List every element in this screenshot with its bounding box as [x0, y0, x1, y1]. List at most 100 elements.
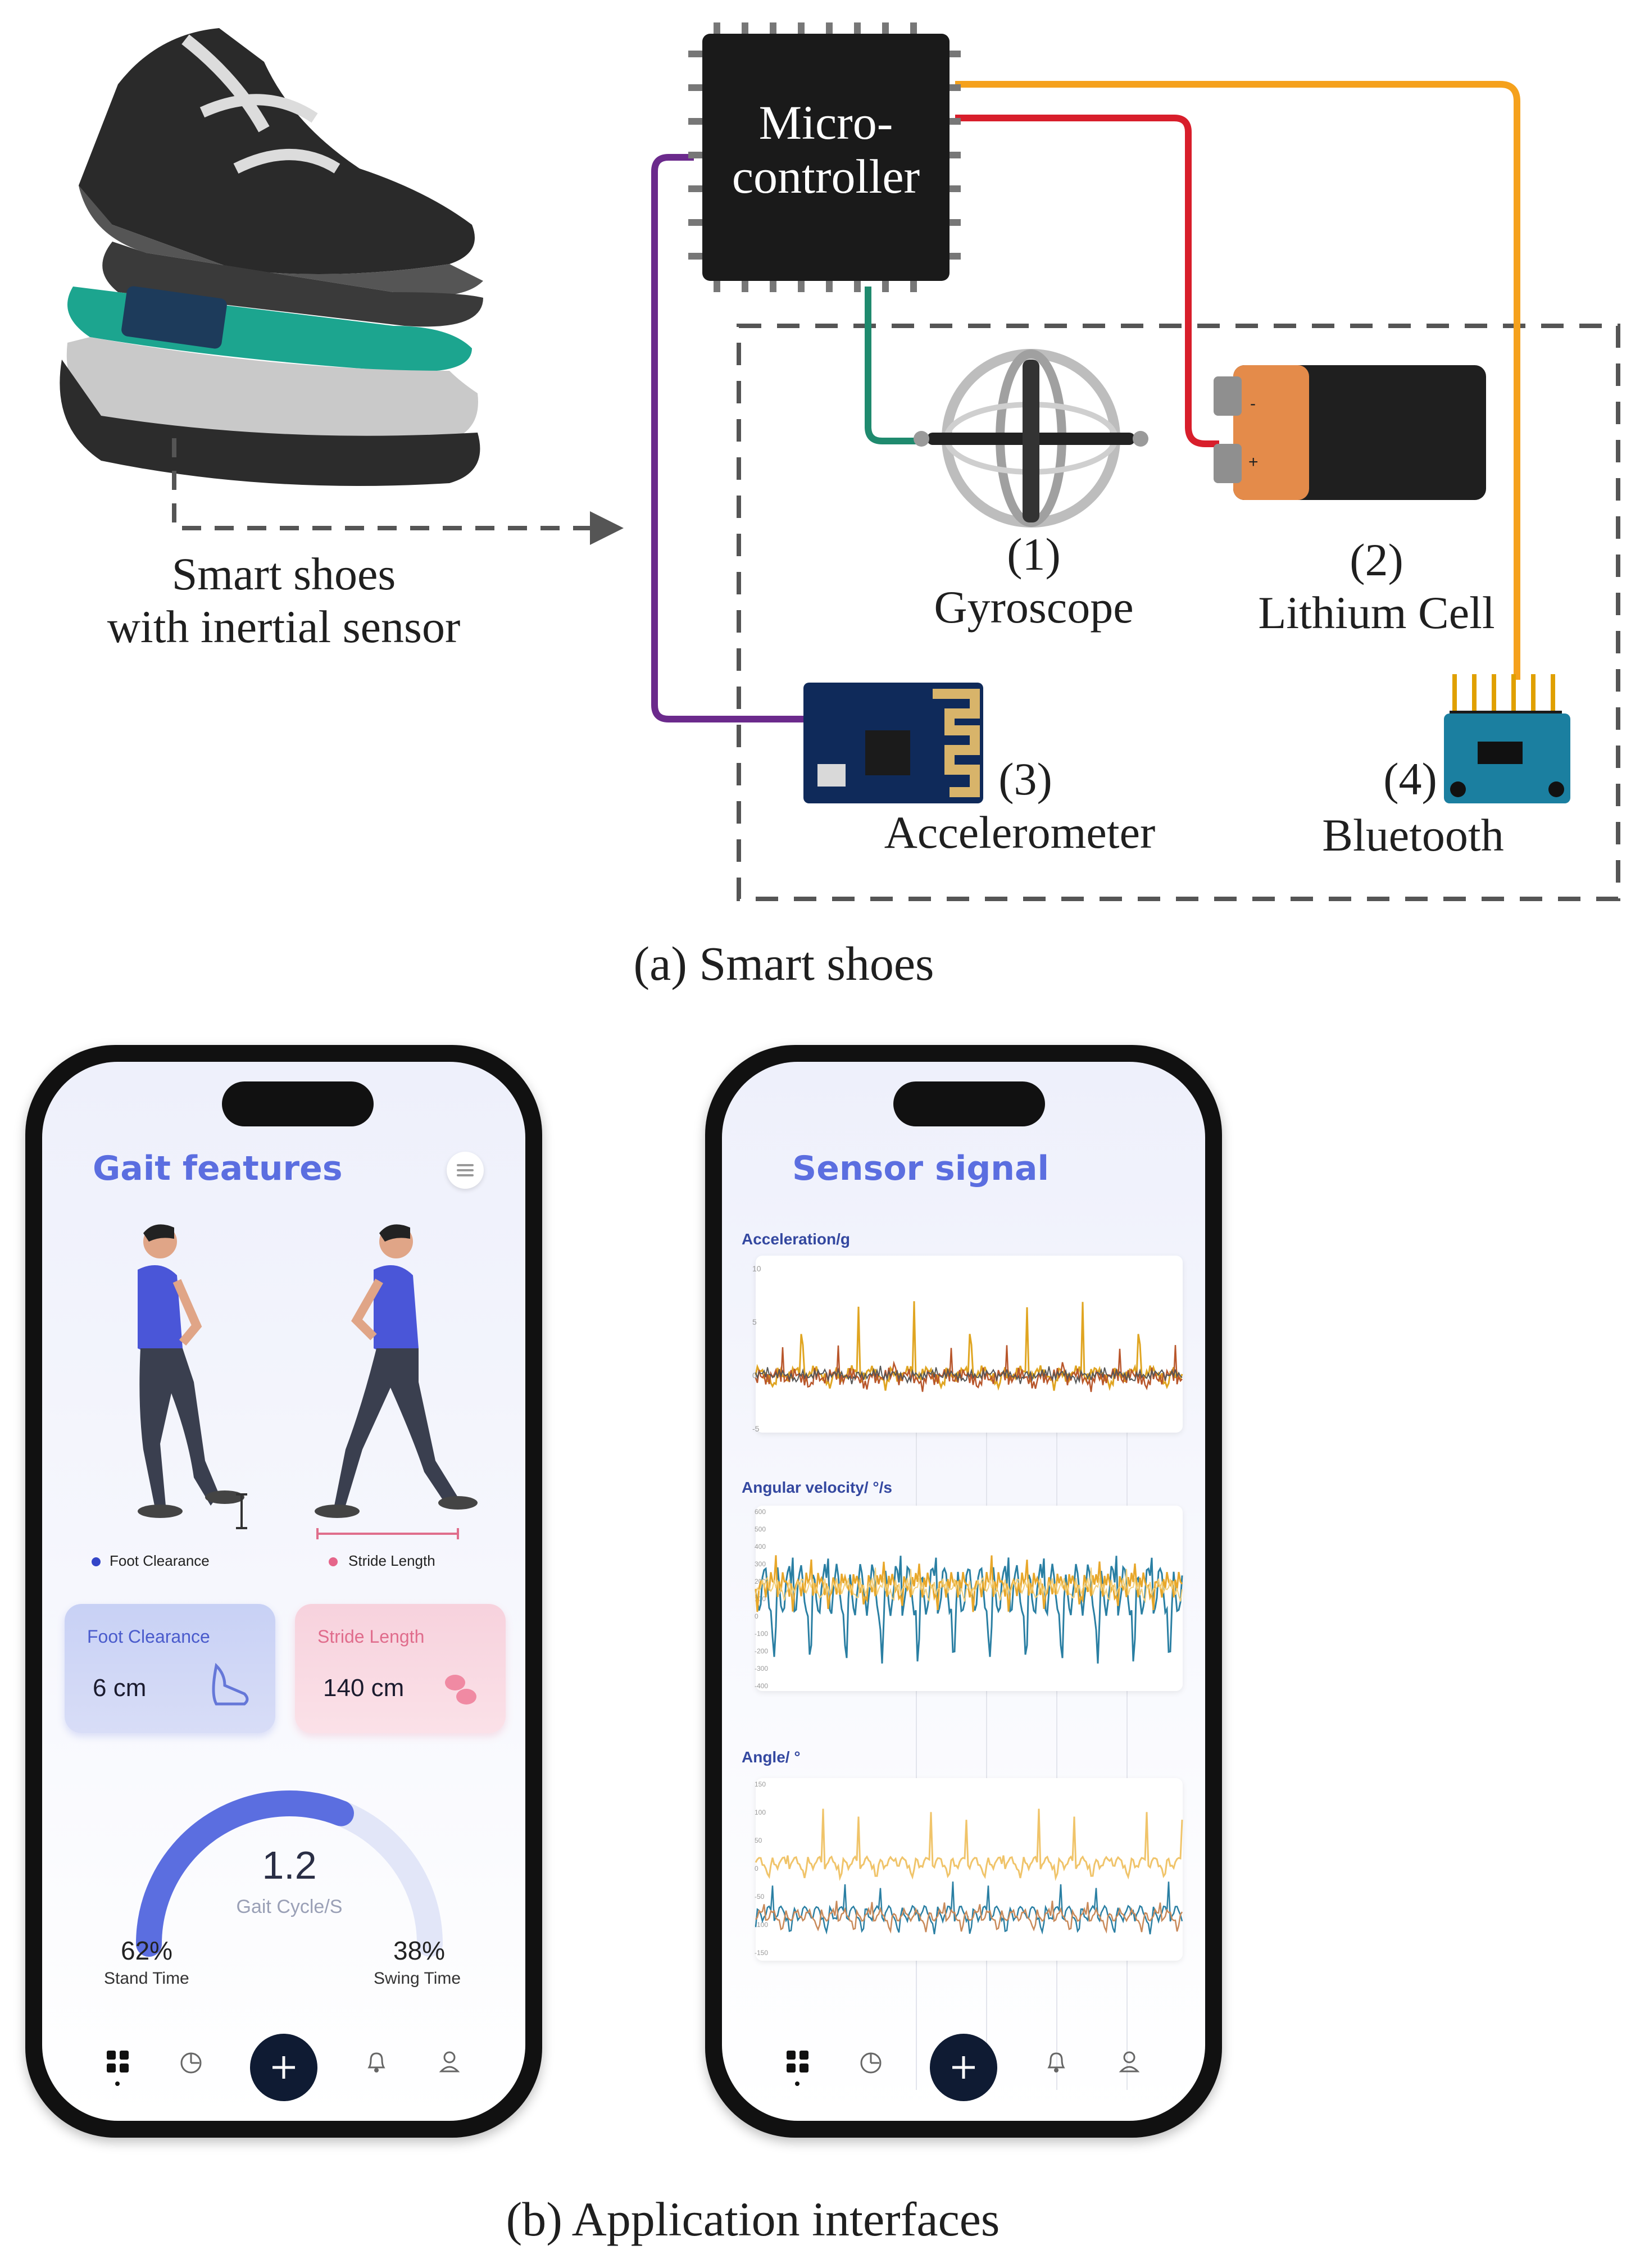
svg-text:-100: -100	[755, 1921, 768, 1929]
card-title: Foot Clearance	[87, 1626, 210, 1647]
stand-time-value: 62%	[121, 1936, 173, 1965]
gauge-value: 1.2	[262, 1843, 317, 1887]
chart-icon[interactable]	[177, 2048, 205, 2076]
svg-text:50: 50	[755, 1837, 762, 1844]
svg-text:5: 5	[752, 1317, 757, 1326]
grid-icon[interactable]	[784, 2048, 812, 2076]
accelerometer-number: (3)	[998, 753, 1052, 805]
user-icon[interactable]	[435, 2048, 464, 2076]
svg-text:0: 0	[755, 1612, 758, 1620]
swing-time-value: 38%	[393, 1936, 446, 1965]
swing-time-label: Swing Time	[374, 1969, 461, 1988]
svg-text:100: 100	[755, 1808, 766, 1816]
dynamic-island	[893, 1081, 1045, 1126]
foot-clearance-card[interactable]: Foot Clearance 6 cm	[65, 1604, 275, 1733]
bottom-nav	[722, 2028, 1205, 2121]
legend-dot-blue	[92, 1557, 101, 1566]
svg-text:600: 600	[755, 1508, 766, 1516]
svg-text:300: 300	[755, 1560, 766, 1568]
microcontroller-chip	[688, 22, 961, 292]
acceleration-plot: 10 5 0 -5	[752, 1264, 1183, 1433]
bell-icon[interactable]	[362, 2048, 390, 2076]
svg-text:-50: -50	[755, 1893, 765, 1901]
shoe-caption: Smart shoes with inertial sensor	[107, 548, 461, 653]
plus-icon	[952, 2056, 975, 2079]
acceleration-chart-label: Acceleration/g	[742, 1230, 850, 1248]
microcontroller-label: Micro- controller	[732, 96, 920, 204]
bluetooth-number: (4)	[1383, 753, 1437, 805]
arrow-head-icon	[590, 511, 624, 545]
smart-shoe-diagram: - +	[60, 22, 1620, 901]
svg-text:-150: -150	[755, 1949, 768, 1957]
card-value: 6 cm	[93, 1674, 147, 1702]
svg-text:-200: -200	[755, 1647, 768, 1655]
svg-text:0: 0	[752, 1371, 757, 1380]
bluetooth-module-icon	[1444, 674, 1570, 803]
menu-icon	[457, 1164, 474, 1166]
caption-a: (a) Smart shoes	[633, 937, 934, 990]
page-title: Sensor signal	[792, 1149, 1050, 1188]
plus-icon	[272, 2056, 295, 2079]
stride-length-card[interactable]: Stride Length 140 cm	[295, 1604, 506, 1733]
phone-gait-features: Gait features	[25, 1045, 542, 2138]
acceleration-chart: 10 5 0 -5	[752, 1256, 1183, 1433]
svg-text:500: 500	[755, 1525, 766, 1533]
bluetooth-wire	[955, 81, 1520, 680]
legend-stride-length: Stride Length	[348, 1552, 435, 1569]
footprints-icon	[445, 1675, 476, 1705]
smart-shoe-illustration	[60, 28, 483, 486]
angle-chart: 150 100 50 0 -50 -100 -150	[755, 1778, 1183, 1961]
gauge-label: Gait Cycle/S	[236, 1896, 343, 1917]
svg-text:10: 10	[752, 1264, 761, 1273]
accelerometer-label: Accelerometer	[884, 807, 1156, 858]
angle-chart-label: Angle/ °	[742, 1748, 801, 1766]
angular-velocity-chart: 600 500 400 300 200 100 0 -100 -200 -300…	[755, 1506, 1183, 1691]
gyroscope-wire	[865, 287, 916, 444]
svg-text:-5: -5	[752, 1424, 760, 1433]
accelerometer-wire	[651, 154, 809, 722]
gyroscope-icon	[914, 349, 1148, 528]
dynamic-island	[222, 1081, 374, 1126]
svg-text:-100: -100	[755, 1630, 768, 1638]
lithium-cell-icon: - +	[1214, 365, 1486, 500]
svg-text:400: 400	[755, 1543, 766, 1551]
chart-icon[interactable]	[857, 2048, 885, 2076]
card-title: Stride Length	[317, 1626, 425, 1647]
stand-time-label: Stand Time	[104, 1969, 189, 1988]
legend-foot-clearance: Foot Clearance	[110, 1552, 210, 1569]
phone-screen: Sensor signal Acceleration/g 10 5 0 -5 A…	[722, 1062, 1205, 2121]
accelerometer-board-icon	[803, 683, 983, 803]
grid-icon[interactable]	[104, 2048, 132, 2076]
bottom-nav	[42, 2028, 525, 2121]
angular-velocity-plot: 600 500 400 300 200 100 0 -100 -200 -300…	[755, 1508, 1183, 1690]
phone-screen: Gait features	[42, 1062, 525, 2121]
add-button[interactable]	[250, 2034, 317, 2101]
runner-illustrations	[138, 1224, 478, 1539]
svg-text:-300: -300	[755, 1665, 768, 1672]
svg-text:150: 150	[755, 1780, 766, 1788]
card-value: 140 cm	[323, 1674, 405, 1702]
add-button[interactable]	[930, 2034, 997, 2101]
svg-text:0: 0	[755, 1865, 758, 1872]
angular-velocity-chart-label: Angular velocity/ °/s	[742, 1479, 892, 1496]
sensor-box	[737, 324, 1620, 901]
bluetooth-label: Bluetooth	[1322, 810, 1504, 861]
phone-sensor-signal: Sensor signal Acceleration/g 10 5 0 -5 A…	[705, 1045, 1222, 2138]
caption-b: (b) Application interfaces	[506, 2192, 1000, 2246]
runner-foot-clearance	[138, 1224, 247, 1529]
battery-minus-label: -	[1250, 394, 1256, 413]
menu-button[interactable]	[447, 1152, 484, 1189]
user-icon[interactable]	[1115, 2048, 1143, 2076]
gait-cycle-gauge	[136, 1790, 443, 1957]
page-title: Gait features	[93, 1149, 343, 1188]
battery-wire	[955, 115, 1219, 447]
battery-plus-label: +	[1248, 453, 1259, 471]
svg-text:-400: -400	[755, 1682, 768, 1690]
lithium-cell-label: (2) Lithium Cell	[1258, 534, 1495, 639]
gauge-fill	[136, 1790, 354, 1957]
legend-dot-pink	[329, 1557, 338, 1566]
runner-stride-length	[315, 1224, 478, 1539]
angle-plot: 150 100 50 0 -50 -100 -150	[755, 1780, 1183, 1957]
bell-icon[interactable]	[1042, 2048, 1070, 2076]
shoe-icon	[212, 1662, 249, 1706]
